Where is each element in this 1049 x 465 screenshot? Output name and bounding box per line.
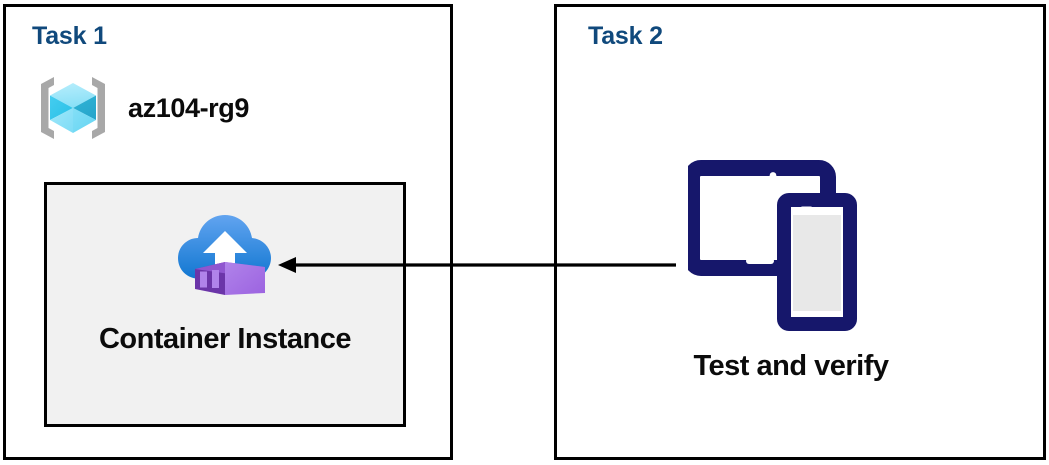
test-and-verify-label: Test and verify xyxy=(693,350,889,382)
task-1-panel: Task 1 xyxy=(3,4,453,460)
test-and-verify-block: Test and verify xyxy=(646,160,936,390)
container-slat-1 xyxy=(200,271,207,288)
azure-resource-group-icon xyxy=(41,77,105,139)
azure-container-instance-icon xyxy=(178,215,271,295)
bracket-left xyxy=(41,77,54,139)
resource-group-label: az104-rg9 xyxy=(128,92,249,123)
container-instance-card: Container Instance xyxy=(44,182,406,427)
container-slat-2 xyxy=(212,270,219,288)
upload-arrow xyxy=(203,231,247,279)
container-box-front xyxy=(225,262,265,295)
bracket-right xyxy=(92,77,105,139)
task-2-title: Task 2 xyxy=(588,22,663,50)
resource-group-row: az104-rg9 xyxy=(34,69,249,147)
tablet-home-indicator xyxy=(746,258,774,264)
tablet-and-phone-icon xyxy=(688,160,857,331)
phone-screen xyxy=(793,215,841,311)
phone-earpiece xyxy=(800,206,813,212)
container-instance-label: Container Instance xyxy=(98,323,352,355)
task-1-title: Task 1 xyxy=(32,22,107,50)
tablet-camera-dot xyxy=(769,172,777,179)
